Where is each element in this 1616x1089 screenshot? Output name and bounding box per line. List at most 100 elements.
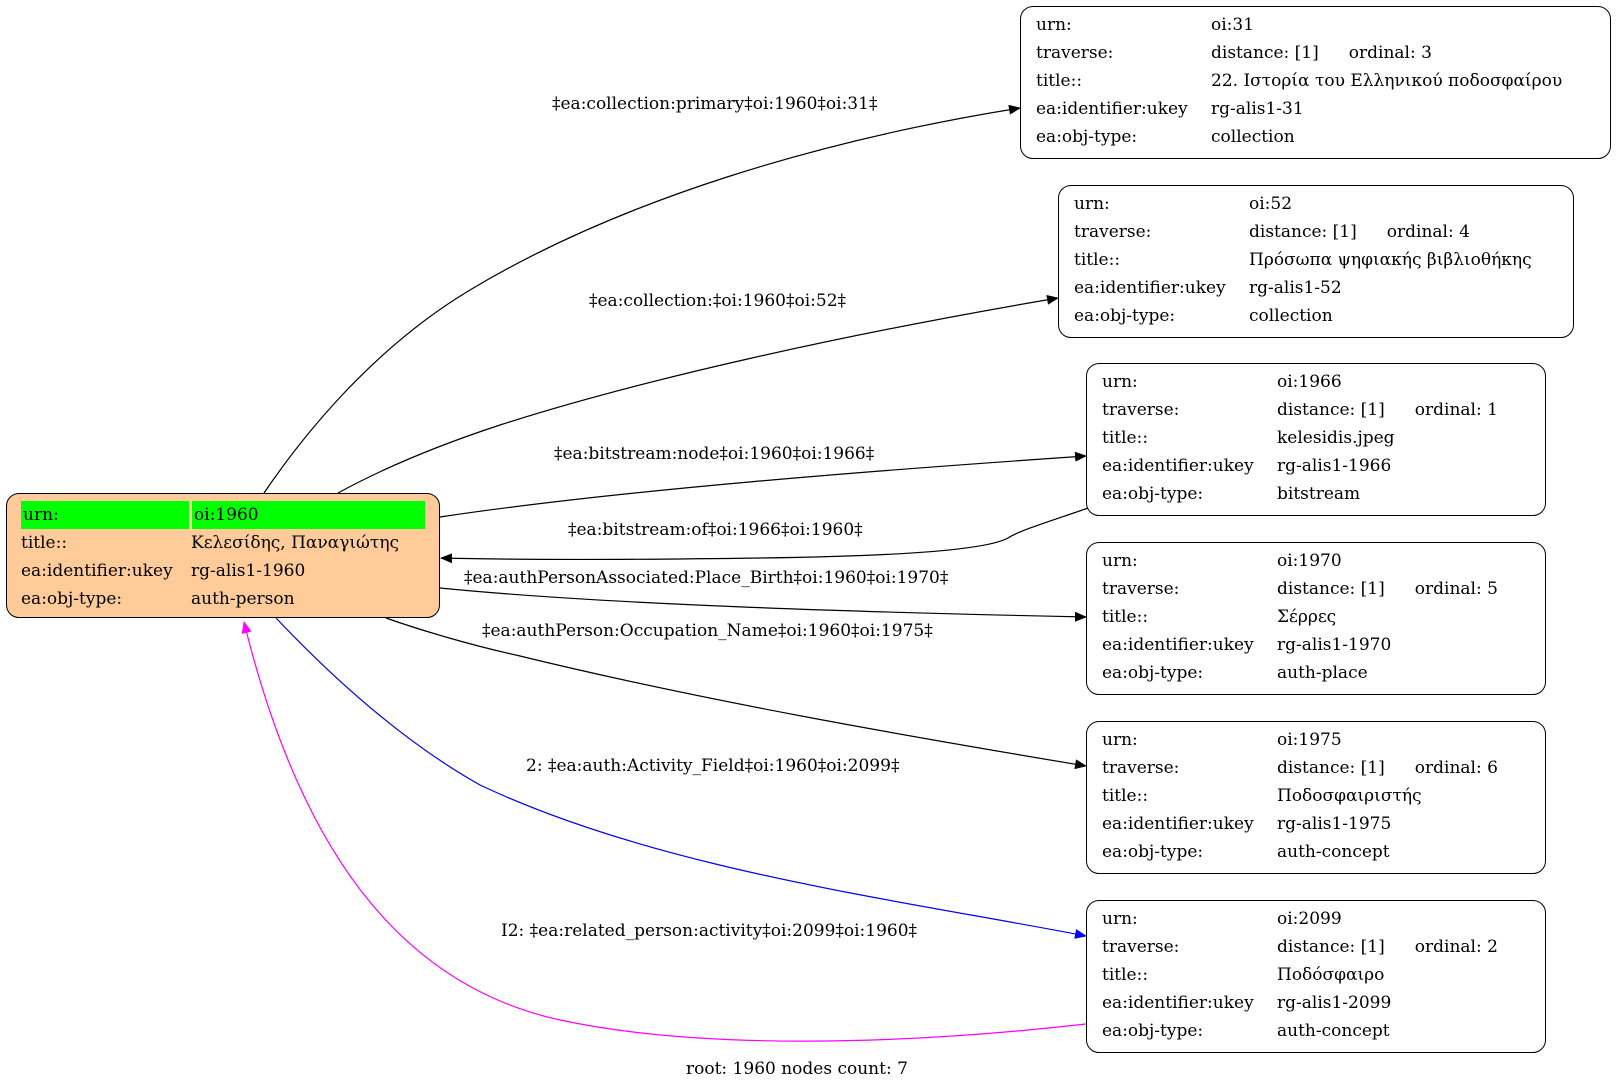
node-row-ukey: ea:identifier:ukey rg-alis1-1970: [1102, 631, 1533, 659]
node-oi-2099: urn:oi:2099 traverse: distance: [1] ordina…: [1086, 900, 1546, 1053]
urn-value: oi:31: [1211, 15, 1255, 35]
traverse-key: traverse:: [1102, 758, 1180, 778]
obj-type-value: bitstream: [1277, 484, 1361, 504]
urn-key: urn:: [1102, 909, 1138, 929]
obj-type-key: ea:obj-type:: [1102, 663, 1204, 683]
edge-line-collection: [337, 294, 1059, 494]
node-row-title: title::Σέρρες: [1102, 603, 1533, 631]
ordinal-value: ordinal: 2: [1414, 937, 1498, 957]
obj-type-value: collection: [1211, 127, 1295, 147]
ukey-key: ea:identifier:ukey: [1102, 456, 1254, 476]
ukey-value: rg-alis1-52: [1249, 278, 1342, 298]
title-key: title::: [1102, 786, 1149, 806]
edge-line-bitstream-of: [440, 507, 1089, 564]
obj-type-value: collection: [1249, 306, 1333, 326]
root-title-value: Κελεσίδης, Παναγιώτης: [191, 533, 400, 553]
ordinal-value: ordinal: 3: [1348, 43, 1432, 63]
urn-value: oi:1970: [1277, 551, 1342, 571]
ordinal-value: ordinal: 6: [1414, 758, 1498, 778]
title-key: title::: [1102, 428, 1149, 448]
root-ukey-value: rg-alis1-1960: [191, 561, 306, 581]
title-key: title::: [1036, 71, 1083, 91]
distance-value: distance: [1]: [1277, 400, 1385, 420]
ukey-value: rg-alis1-1975: [1277, 814, 1392, 834]
ukey-key: ea:identifier:ukey: [1102, 814, 1254, 834]
edge-label-bitstream-of: ‡ea:bitstream:of‡oi:1966‡oi:1960‡: [568, 520, 863, 540]
edge-label-activity-field: 2: ‡ea:auth:Activity_Field‡oi:1960‡oi:20…: [526, 756, 900, 776]
node-row-traverse: traverse:distance: [1]ordinal: 6: [1102, 754, 1533, 782]
edge-line-related-person: [241, 621, 1087, 1042]
ukey-value: rg-alis1-2099: [1277, 993, 1392, 1013]
node-row-traverse: traverse:distance: [1]ordinal: 4: [1074, 218, 1561, 246]
traverse-key: traverse:: [1074, 222, 1152, 242]
ordinal-value: ordinal: 1: [1414, 400, 1498, 420]
node-row-obj-type: ea:obj-type: collection: [1074, 302, 1561, 330]
node-row-ukey: ea:identifier:ukey rg-alis1-31: [1036, 95, 1598, 123]
title-key: title::: [1074, 250, 1121, 270]
node-row-ukey: ea:identifier:ukey rg-alis1-52: [1074, 274, 1561, 302]
title-key: title::: [1102, 965, 1149, 985]
obj-type-key: ea:obj-type:: [1074, 306, 1176, 326]
traverse-key: traverse:: [1102, 579, 1180, 599]
urn-value: oi:52: [1249, 194, 1293, 214]
ukey-value: rg-alis1-1970: [1277, 635, 1392, 655]
urn-value: oi:1966: [1277, 372, 1342, 392]
traverse-key: traverse:: [1102, 937, 1180, 957]
ukey-key: ea:identifier:ukey: [1036, 99, 1188, 119]
ukey-key: ea:identifier:ukey: [1102, 993, 1254, 1013]
obj-type-key: ea:obj-type:: [1102, 484, 1204, 504]
distance-value: distance: [1]: [1277, 579, 1385, 599]
root-node-oi-1960: urn: oi:1960 title:: Κελεσίδης, Παναγιώτ…: [6, 493, 440, 618]
edge-line-occupation: [385, 617, 1087, 770]
title-value: 22. Ιστορία του Ελληνικού ποδοσφαίρου: [1211, 71, 1563, 91]
distance-value: distance: [1]: [1277, 937, 1385, 957]
edge-line-place-birth: [439, 587, 1087, 622]
title-value: Ποδοσφαιριστής: [1277, 786, 1422, 806]
root-row-ukey: ea:identifier:ukey rg-alis1-1960: [21, 557, 425, 585]
obj-type-key: ea:obj-type:: [1102, 1021, 1204, 1041]
node-row-urn: urn:oi:2099: [1102, 905, 1533, 933]
edge-label-collection-primary: ‡ea:collection:primary‡oi:1960‡oi:31‡: [552, 94, 878, 114]
node-row-obj-type: ea:obj-type: auth-concept: [1102, 1017, 1533, 1045]
obj-type-value: auth-place: [1277, 663, 1368, 683]
urn-key: urn:: [1102, 372, 1138, 392]
edge-line-activity-field: [275, 617, 1087, 939]
node-row-obj-type: ea:obj-type: bitstream: [1102, 480, 1533, 508]
node-oi-1975: urn:oi:1975 traverse:distance: [1]ordina…: [1086, 721, 1546, 874]
root-row-urn: urn: oi:1960: [21, 501, 425, 529]
node-oi-52: urn:oi:52 traverse:distance: [1]ordinal:…: [1058, 185, 1574, 338]
traverse-key: traverse:: [1102, 400, 1180, 420]
node-row-urn: urn:oi:31: [1036, 11, 1598, 39]
node-row-obj-type: ea:obj-type: auth-place: [1102, 659, 1533, 687]
ukey-key: ea:identifier:ukey: [1102, 635, 1254, 655]
ordinal-value: ordinal: 4: [1386, 222, 1470, 242]
node-row-ukey: ea:identifier:ukey rg-alis1-1975: [1102, 810, 1533, 838]
root-obj-type-key: ea:obj-type:: [21, 589, 123, 609]
node-row-title: title::kelesidis.jpeg: [1102, 424, 1533, 452]
obj-type-key: ea:obj-type:: [1102, 842, 1204, 862]
title-value: Πρόσωπα ψηφιακής βιβλιοθήκης: [1249, 250, 1532, 270]
node-row-traverse: traverse: distance: [1] ordinal: 1: [1102, 396, 1533, 424]
node-row-obj-type: ea:obj-type:auth-concept: [1102, 838, 1533, 866]
root-row-obj-type: ea:obj-type: auth-person: [21, 585, 425, 613]
node-row-title: title::Ποδοσφαιριστής: [1102, 782, 1533, 810]
node-row-title: title::Πρόσωπα ψηφιακής βιβλιοθήκης: [1074, 246, 1561, 274]
edge-label-related-person: I2: ‡ea:related_person:activity‡oi:2099‡…: [501, 921, 918, 941]
title-value: Σέρρες: [1277, 607, 1337, 627]
node-row-urn: urn:oi:1975: [1102, 726, 1533, 754]
ukey-value: rg-alis1-31: [1211, 99, 1304, 119]
node-row-title: title::Ποδόσφαιρο: [1102, 961, 1533, 989]
title-value: kelesidis.jpeg: [1277, 428, 1395, 448]
edge-label-collection: ‡ea:collection:‡oi:1960‡oi:52‡: [589, 291, 847, 311]
obj-type-value: auth-concept: [1277, 1021, 1390, 1041]
node-oi-1966: urn: oi:1966 traverse: distance: [1] ordina…: [1086, 363, 1546, 516]
ukey-key: ea:identifier:ukey: [1074, 278, 1226, 298]
node-row-traverse: traverse:distance: [1]ordinal: 3: [1036, 39, 1598, 67]
title-key: title::: [1102, 607, 1149, 627]
graph-footer: root: 1960 nodes count: 7: [686, 1059, 908, 1079]
edge-label-occupation: ‡ea:authPerson:Occupation_Name‡oi:1960‡o…: [482, 621, 933, 641]
edge-line-bitstream-node: [439, 451, 1087, 518]
distance-value: distance: [1]: [1211, 43, 1319, 63]
